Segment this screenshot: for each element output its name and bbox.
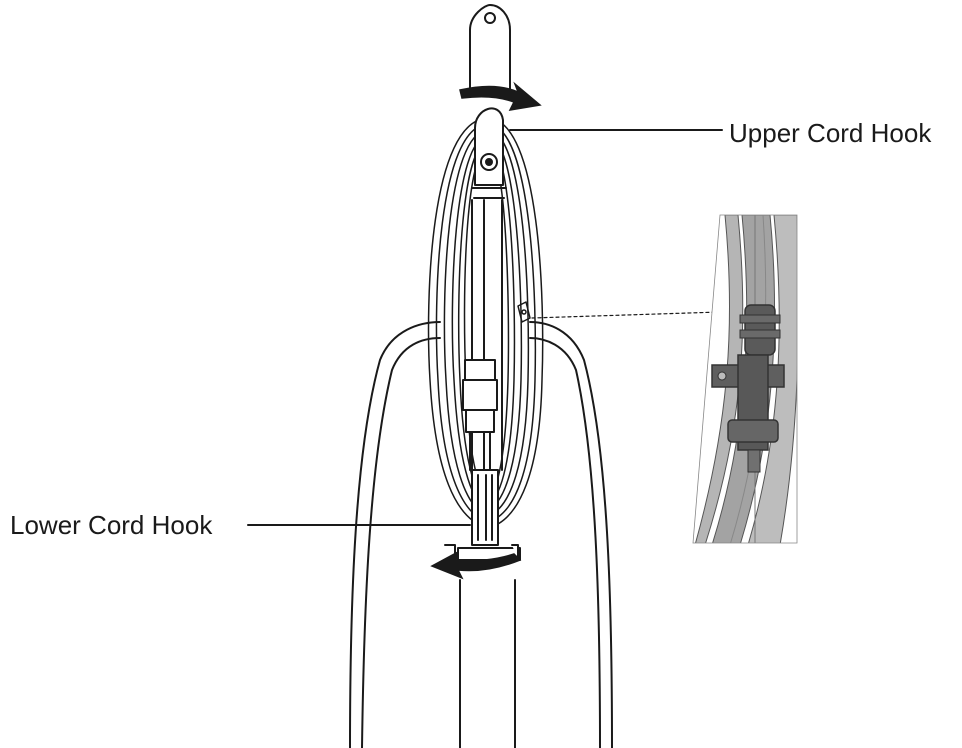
cord-fittings: [463, 360, 497, 470]
rotation-arrow-upper: [460, 84, 540, 110]
upper-cord-hook: [472, 108, 506, 198]
upper-cord-hook-label: Upper Cord Hook: [729, 118, 931, 149]
lower-cord-hook-label: Lower Cord Hook: [10, 510, 212, 541]
detail-inset: [690, 210, 800, 550]
detail-dashed-line: [532, 312, 720, 318]
